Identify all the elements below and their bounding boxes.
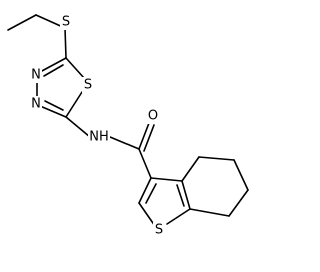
bond-c3-c2t-outer (138, 177, 152, 204)
thioether-sulfur-label-group: S (60, 14, 72, 30)
thiadiazole-nitrogen-4-label-background (30, 67, 42, 83)
thiadiazole-sulfur-label-group: S (82, 77, 94, 93)
bond-s-c7a (166, 208, 191, 225)
bond-s1-c5 (65, 57, 85, 79)
bond-c7a-c3a-outer (181, 180, 191, 210)
bond-c2t-s (138, 202, 156, 227)
amide-nh-label-group: NH (88, 129, 110, 145)
thiadiazole-nitrogen-3-label: N (31, 97, 41, 112)
bond-c5-c6 (233, 159, 249, 191)
bond-c3-c2t-inner (145, 183, 157, 204)
bond-c6-c7 (228, 189, 249, 217)
bond-c5-n4-inner (43, 64, 64, 77)
thiadiazole-sulfur-label: S (84, 78, 92, 93)
thiadiazole-nitrogen-4-label: N (31, 68, 41, 83)
bond-layer (7, 14, 249, 227)
carbonyl-oxygen-label: O (148, 109, 158, 124)
bond-c4-c5 (198, 156, 235, 161)
bond-carbonyl-c3 (138, 148, 152, 179)
bond-nh-carbonyl (109, 136, 140, 150)
thiadiazole-nitrogen-4-label-group: N (30, 67, 42, 83)
thioether-sulfur-label-background (60, 14, 72, 30)
bond-c3a-c4 (181, 156, 200, 182)
bond-c2-s1 (65, 91, 83, 118)
thiophene-sulfur-label: S (155, 223, 163, 238)
amide-nh-label: NH (89, 130, 109, 145)
bond-carbonyl-o-1 (138, 122, 150, 150)
thiadiazole-sulfur-label-background (82, 77, 94, 93)
thiadiazole-nitrogen-3-label-group: N (30, 96, 42, 112)
thiophene-sulfur-label-background (153, 222, 165, 238)
molecule-structure: S NN S NH O S (7, 14, 249, 238)
thioether-sulfur-label: S (62, 15, 70, 30)
bond-ch3-ch2 (7, 14, 37, 31)
carbonyl-oxygen-label-background (147, 108, 159, 124)
bond-c5-n4-outer (39, 57, 67, 73)
bond-carbonyl-o-2 (143, 124, 155, 152)
amide-nh-label-background (88, 129, 110, 145)
bond-c3a-c3 (150, 177, 183, 182)
thiophene-sulfur-label-group: S (153, 222, 165, 238)
atom-layer: S NN S NH O S (30, 14, 165, 238)
bond-c2-nh (65, 116, 91, 138)
bond-c7-c7a (189, 208, 230, 217)
bond-c7a-c3a-inner (176, 184, 185, 207)
bond-n3-c2-inner (44, 100, 64, 111)
bond-s-c5 (64, 27, 67, 59)
carbonyl-oxygen-label-group: O (147, 108, 159, 124)
thiadiazole-nitrogen-3-label-background (30, 96, 42, 112)
bond-n3-c2-outer (39, 105, 67, 118)
